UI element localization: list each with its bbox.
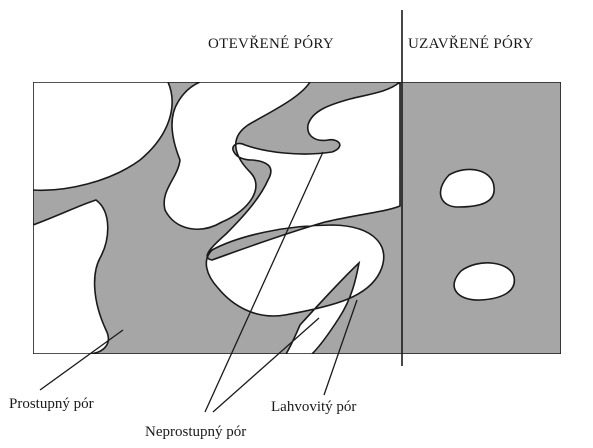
solid-material [33, 82, 561, 354]
open-pores-header: OTEVŘENÉ PÓRY [208, 36, 334, 53]
impermeable-pore-label: Neprostupný pór [145, 424, 246, 441]
permeable-pore-label: Prostupný pór [9, 396, 94, 413]
leader-permeable [40, 330, 123, 390]
bottle-pore-label: Lahvovitý pór [271, 399, 356, 416]
leader-impermeable-left [205, 152, 323, 412]
closed-pores-header: UZAVŘENÉ PÓRY [408, 36, 534, 53]
